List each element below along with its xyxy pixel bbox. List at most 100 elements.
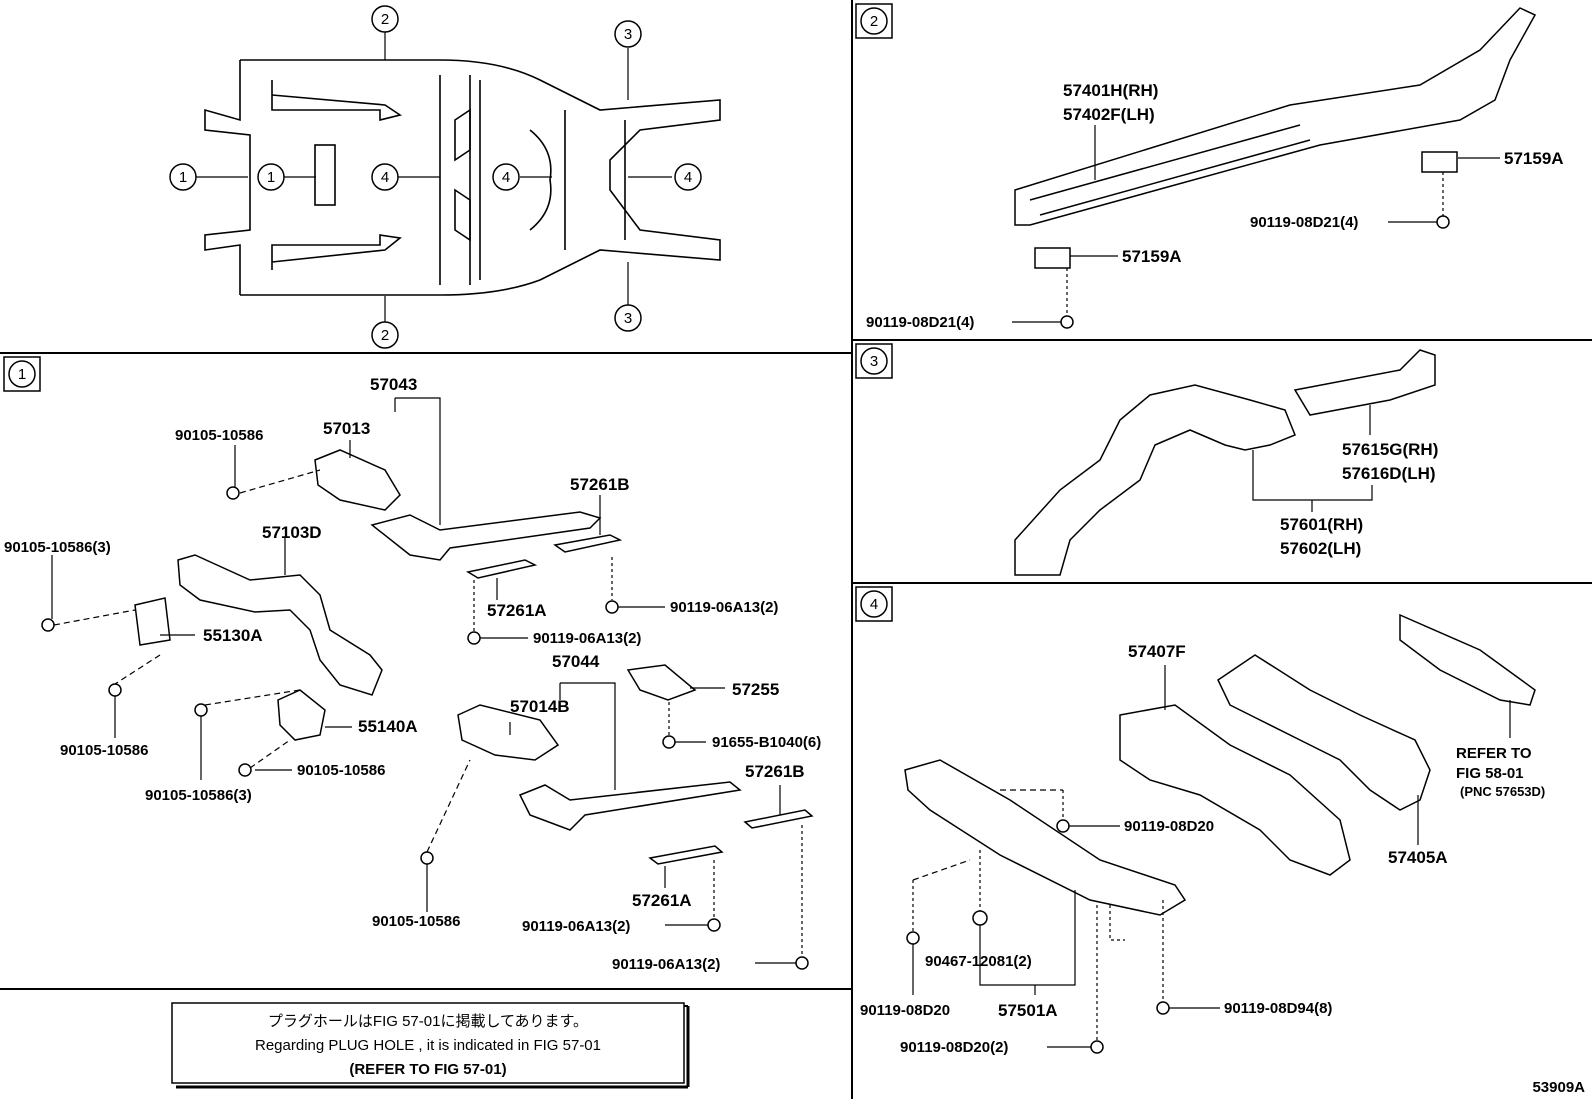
- label-57601: 57601(RH): [1280, 515, 1363, 534]
- part-57103D-drawing: [177, 554, 383, 696]
- label-90105-10586-d: 90105-10586: [372, 913, 460, 930]
- label-55140A: 55140A: [358, 717, 418, 736]
- underbody-overview: [204, 59, 721, 296]
- part-57013-drawing: [314, 449, 401, 511]
- label-55130A: 55130A: [203, 626, 263, 645]
- part-57261B-lower-drawing: [743, 809, 814, 829]
- bolt-icon: [420, 851, 434, 865]
- svg-text:2: 2: [870, 13, 878, 30]
- bolt-icon: [1060, 315, 1074, 329]
- part-57159A-lower-drawing: [1034, 247, 1071, 269]
- clip-icon: [972, 910, 988, 926]
- bolt-icon: [662, 735, 676, 749]
- note-japanese: プラグホールはFIG 57-01に掲載してあります。: [268, 1013, 588, 1030]
- callout-4-rear: 4: [674, 163, 702, 191]
- part-57043-drawing: [370, 511, 602, 561]
- part-57653D-drawing: [1399, 613, 1536, 706]
- part-57501A-drawing: [904, 759, 1187, 916]
- note-english: Regarding PLUG HOLE , it is indicated in…: [255, 1037, 601, 1054]
- label-57616D: 57616D(LH): [1342, 464, 1436, 483]
- svg-text:4: 4: [870, 596, 878, 613]
- front-edge: [204, 60, 251, 295]
- bolt-icon: [1090, 1040, 1104, 1054]
- crossmember-cutouts: [454, 108, 471, 242]
- section4-leaders: [912, 665, 1511, 1048]
- label-57261B-lower: 57261B: [745, 762, 805, 781]
- section1-leaders: [51, 397, 803, 964]
- label-90119-06A13-d: 90119-06A13(2): [612, 956, 720, 973]
- section-marker-4: 4: [855, 586, 893, 622]
- label-90119-08D21-b: 90119-08D21(4): [866, 314, 974, 331]
- front-bar-bottom: [271, 234, 402, 270]
- section-marker-2: 2: [855, 3, 893, 39]
- bolt-icon: [1056, 819, 1070, 833]
- part-57405A-drawing: [1217, 654, 1431, 811]
- center-pad: [314, 144, 336, 206]
- part-57261B-upper-drawing: [553, 534, 623, 553]
- label-90119-06A13-b: 90119-06A13(2): [533, 630, 641, 647]
- svg-text:3: 3: [624, 310, 632, 327]
- section3-leaders: [1252, 405, 1373, 512]
- part-57601-wheelhouse-drawing: [1014, 384, 1296, 576]
- figure-code: 53909A: [1532, 1079, 1585, 1096]
- section2-leaders: [1012, 125, 1500, 323]
- section1-parts: [134, 449, 814, 865]
- label-57405A: 57405A: [1388, 848, 1448, 867]
- label-57402F: 57402F(LH): [1063, 105, 1155, 124]
- svg-text:1: 1: [179, 169, 187, 186]
- plug-hole-note: プラグホールはFIG 57-01に掲載してあります。 Regarding PLU…: [171, 1002, 690, 1089]
- label-90119-08D20-a: 90119-08D20: [1124, 818, 1214, 835]
- label-57615G: 57615G(RH): [1342, 440, 1438, 459]
- note-reference: (REFER TO FIG 57-01): [349, 1061, 506, 1078]
- section2-parts: [1014, 7, 1537, 269]
- callout-1-inner: 1: [257, 163, 285, 191]
- bolt-icon: [906, 931, 920, 945]
- refer-line-2: FIG 58-01: [1456, 765, 1524, 782]
- part-57401H-rocker-drawing: [1014, 7, 1537, 226]
- overview-leaders: [196, 32, 672, 322]
- svg-text:4: 4: [502, 169, 510, 186]
- label-90105-10586-c: 90105-10586: [297, 762, 385, 779]
- label-57261A-lower: 57261A: [632, 891, 692, 910]
- part-55140A-drawing: [277, 689, 326, 741]
- label-57159A-lower: 57159A: [1122, 247, 1182, 266]
- bolt-icon: [41, 618, 55, 632]
- bolt-icon: [467, 631, 481, 645]
- svg-text:4: 4: [381, 169, 389, 186]
- label-57261B-upper: 57261B: [570, 475, 630, 494]
- refer-line-3: (PNC 57653D): [1460, 784, 1545, 799]
- label-90119-06A13-c: 90119-06A13(2): [522, 918, 630, 935]
- part-57407F-drawing: [1119, 704, 1351, 876]
- callout-4-front: 4: [371, 163, 399, 191]
- part-57261A-upper-drawing: [465, 559, 538, 579]
- callout-1-outer: 1: [169, 163, 197, 191]
- label-90119-08D21-a: 90119-08D21(4): [1250, 214, 1358, 231]
- section4-parts: [904, 613, 1536, 916]
- callout-3-bottom: 3: [614, 304, 642, 332]
- svg-text:2: 2: [381, 11, 389, 28]
- section-marker-1: 1: [3, 356, 41, 392]
- svg-text:1: 1: [267, 169, 275, 186]
- refer-line-1: REFER TO: [1456, 745, 1532, 762]
- label-90119-08D20-b: 90119-08D20: [860, 1002, 950, 1019]
- bolt-icon: [226, 486, 240, 500]
- bolt-icon: [194, 703, 208, 717]
- section3-labels: 57615G(RH) 57616D(LH) 57601(RH) 57602(LH…: [1280, 440, 1438, 558]
- label-57044: 57044: [552, 652, 600, 671]
- overview-callouts: 2 2 1 1 4 4 4 3 3: [169, 5, 702, 349]
- label-90467-12081: 90467-12081(2): [925, 953, 1032, 970]
- svg-text:1: 1: [18, 366, 26, 383]
- rear-curve: [529, 129, 552, 231]
- part-57615G-drawing: [1293, 349, 1436, 416]
- label-57159A-upper: 57159A: [1504, 149, 1564, 168]
- bolt-icon: [795, 956, 809, 970]
- part-57255-drawing: [626, 664, 697, 701]
- label-57401H: 57401H(RH): [1063, 81, 1158, 100]
- bolt-icon: [108, 683, 122, 697]
- part-57261A-lower-drawing: [648, 845, 724, 865]
- bolt-icon: [238, 763, 252, 777]
- label-57103D: 57103D: [262, 523, 322, 542]
- part-55130A-drawing: [134, 597, 171, 646]
